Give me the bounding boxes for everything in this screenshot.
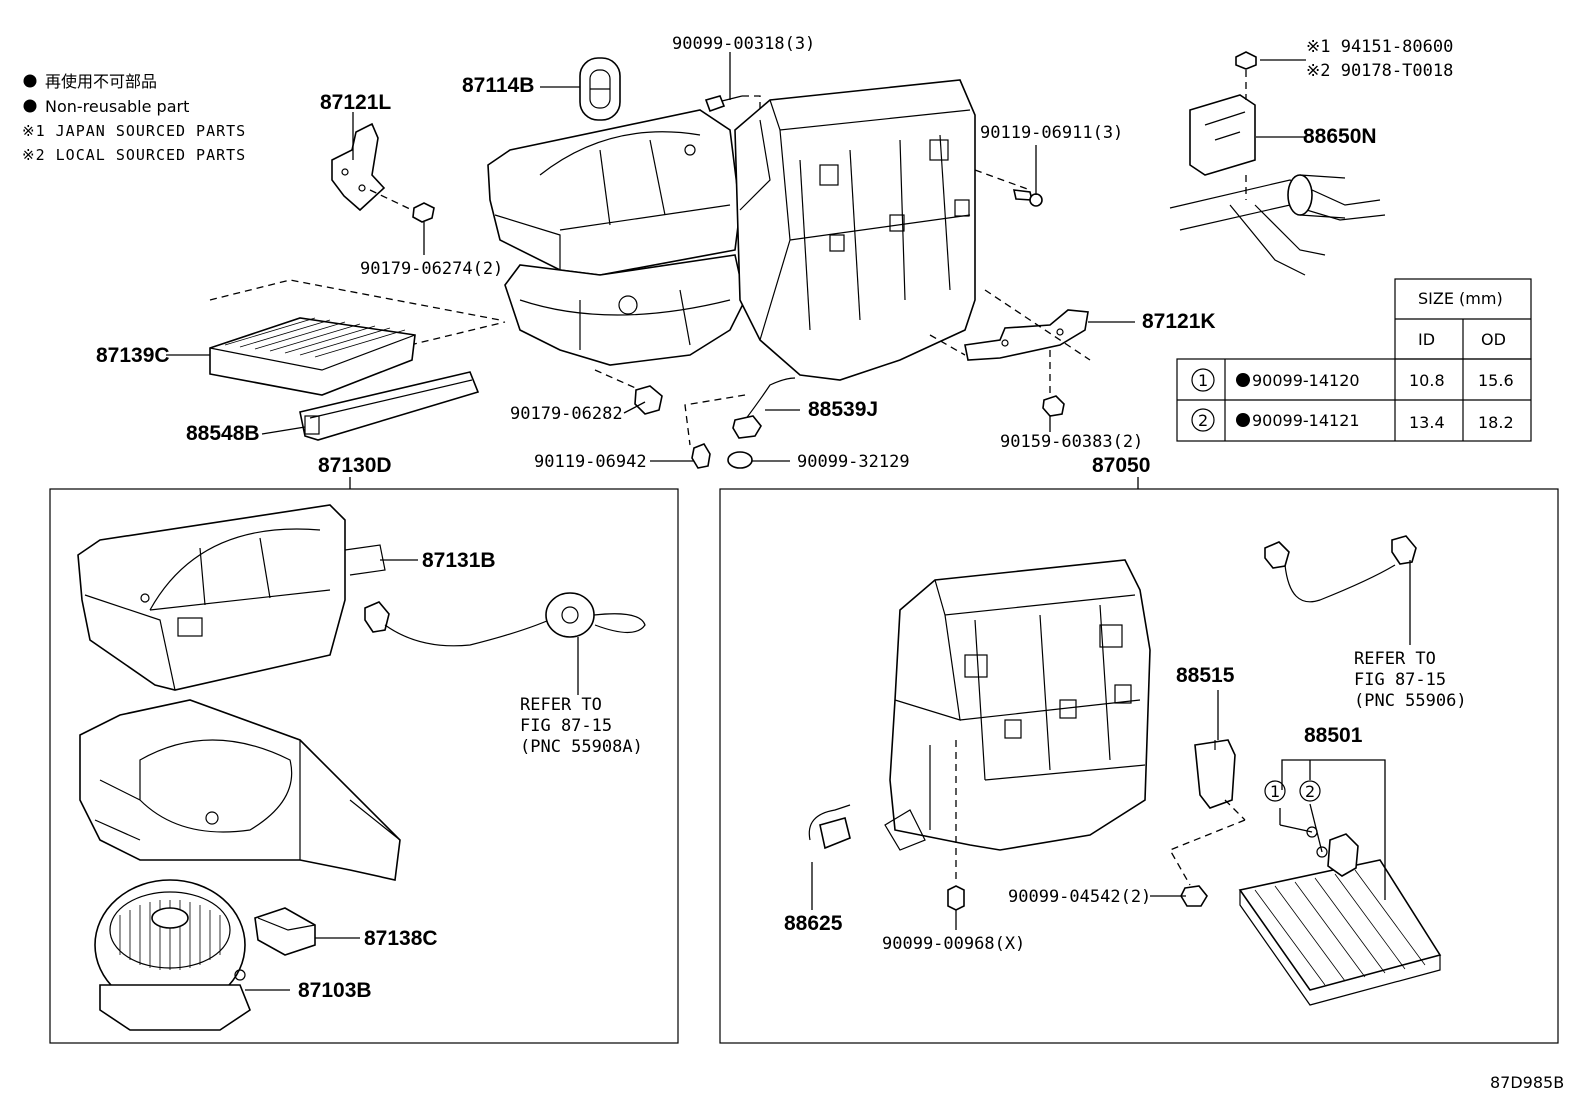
label-88548b: 88548B (186, 422, 260, 445)
label-90099-00318: 90099-00318(3) (672, 34, 815, 54)
hvac-subassembly-illustration (808, 535, 1442, 1006)
bullet-icon (1236, 413, 1250, 427)
legend-nonreusable: Non-reusable part (45, 97, 189, 116)
label-90179-06282: 90179-06282 (510, 404, 623, 424)
label-88515: 88515 (1176, 664, 1235, 687)
blower-subassembly-illustration (77, 504, 646, 1031)
filter-87139c (209, 317, 416, 396)
legend-jp: 再使用不可部品 (45, 72, 157, 91)
label-88650n: 88650N (1303, 125, 1377, 148)
bullet-icon (1236, 373, 1250, 387)
refer-left-line3: (PNC 55908A) (520, 737, 643, 757)
harness-connector-right (1391, 535, 1417, 565)
clip-90099-32129 (727, 451, 753, 469)
refer-right-line2: FIG 87-15 (1354, 670, 1446, 690)
callout-circle-2 (1299, 780, 1321, 802)
callout-1: 1 (1270, 782, 1280, 801)
legend-japan-sourced: ※1 JAPAN SOURCED PARTS (22, 122, 246, 140)
size-row2-id: 13.4 (1409, 413, 1445, 432)
refer-left-line1: REFER TO (520, 695, 602, 715)
bullet-icon (23, 99, 37, 113)
label-90119-06911: 90119-06911(3) (980, 123, 1123, 143)
resistor-87138c (254, 907, 316, 956)
label-88625: 88625 (784, 912, 843, 935)
refer-right-line1: REFER TO (1354, 649, 1436, 669)
leader-lines (166, 52, 1411, 991)
screw-90099-00968 (947, 885, 965, 911)
part-labels: 87121L 87114B 90099-00318(3) ※1 94151-80… (96, 34, 1467, 1002)
size-row1-od: 15.6 (1478, 371, 1514, 390)
expansion-valve (1327, 833, 1359, 877)
size-row2-idx: 2 (1198, 411, 1208, 430)
size-table-header: SIZE (mm) (1418, 289, 1503, 308)
label-90119-06942: 90119-06942 (534, 452, 647, 472)
label-90178-t0018: ※2 90178-T0018 (1306, 61, 1453, 81)
size-table: SIZE (mm) ID OD 1 90099-14120 10.8 15.6 … (1176, 278, 1532, 442)
label-87103b: 87103B (298, 979, 372, 1002)
label-87121l: 87121L (320, 91, 391, 114)
label-90099-32129: 90099-32129 (797, 452, 910, 472)
motor-connector (545, 592, 595, 638)
label-90099-04542: 90099-04542(2) (1008, 887, 1151, 907)
hvac-housing (889, 559, 1151, 851)
bolt-90159-60383 (1042, 395, 1065, 417)
footer-code: 87D985B (1490, 1073, 1564, 1092)
label-87050: 87050 (1092, 454, 1150, 477)
screw-90119-06911 (1012, 189, 1034, 201)
label-94151-80600: ※1 94151-80600 (1306, 37, 1453, 57)
blower-case-lower (504, 254, 746, 366)
size-row1-idx: 1 (1198, 371, 1208, 390)
main-assembly-illustration (209, 51, 1386, 469)
nut-90179-06282 (634, 385, 663, 415)
label-87131b: 87131B (422, 549, 496, 572)
size-table-col-id: ID (1418, 330, 1435, 349)
sensor-88515 (1194, 739, 1236, 809)
hose-88539j (732, 415, 762, 439)
sensor-88625 (819, 817, 851, 850)
size-row1-id: 10.8 (1409, 371, 1445, 390)
size-row2-part: 90099-14121 (1252, 411, 1360, 430)
label-87114b: 87114B (462, 74, 534, 97)
callout-circle-1 (1264, 780, 1286, 802)
label-90179-06274: 90179-06274(2) (360, 259, 503, 279)
label-90159-60383: 90159-60383(2) (1000, 432, 1143, 452)
label-88501: 88501 (1304, 724, 1363, 747)
nut-94151 (1235, 51, 1257, 70)
legend: 再使用不可部品 Non-reusable part ※1 JAPAN SOURC… (22, 72, 246, 164)
blower-lower-case (79, 699, 401, 881)
blower-upper-case (77, 504, 346, 691)
box-87050 (719, 488, 1559, 1044)
size-table-col-od: OD (1481, 330, 1506, 349)
nut-90179-06274 (412, 202, 435, 223)
evaporator-88501 (1238, 859, 1442, 991)
ecu-88650n (1189, 94, 1256, 176)
connector-87131b (364, 601, 390, 633)
label-87121k: 87121K (1142, 310, 1216, 333)
label-88539j: 88539J (808, 398, 878, 421)
label-87130d: 87130D (318, 454, 392, 477)
screw-90119-06942 (691, 443, 711, 469)
size-row2-od: 18.2 (1478, 413, 1514, 432)
size-row1-part: 90099-14120 (1252, 371, 1360, 390)
blower-case-upper (487, 109, 741, 276)
box-87130d (49, 488, 679, 1044)
bracket-87121l (331, 122, 386, 212)
bracket-87121k (964, 309, 1089, 361)
legend-local-sourced: ※2 LOCAL SOURCED PARTS (22, 146, 246, 164)
label-87139c: 87139C (96, 344, 170, 367)
harness-connector-left (1264, 541, 1290, 569)
refer-left-line2: FIG 87-15 (520, 716, 612, 736)
refer-right-line3: (PNC 55906) (1354, 691, 1467, 711)
label-90099-00968: 90099-00968(X) (882, 934, 1025, 954)
label-87138c: 87138C (364, 927, 438, 950)
screw-90099-00318 (704, 95, 726, 113)
callout-2: 2 (1305, 782, 1315, 801)
bullet-icon (23, 74, 37, 88)
